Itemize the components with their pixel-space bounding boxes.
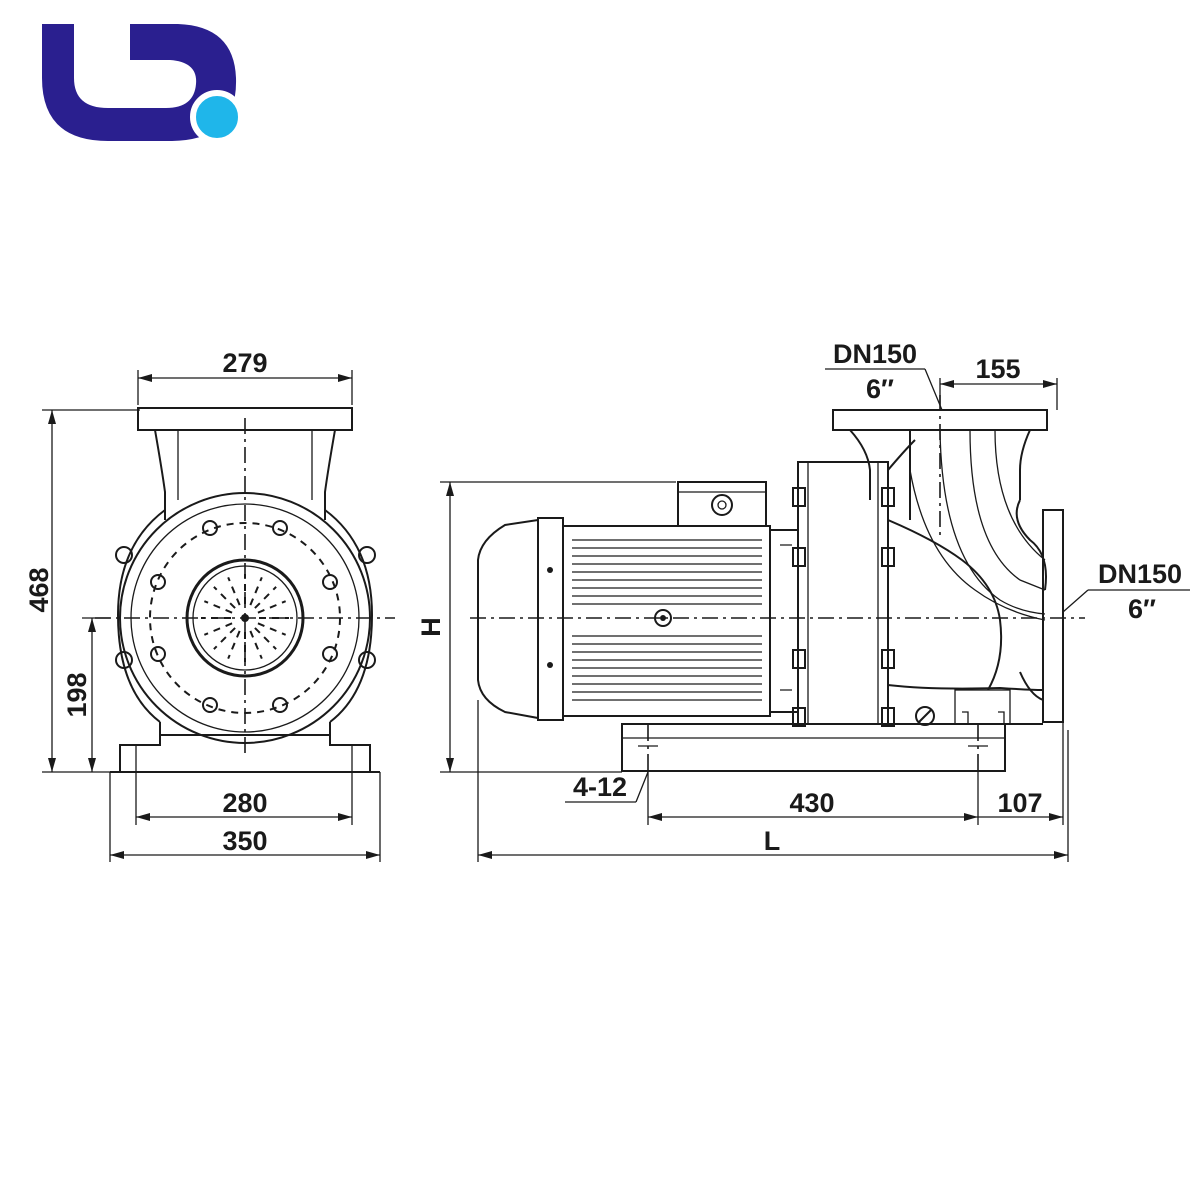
eye-ray [257,622,287,636]
dim-198-label: 198 [62,672,92,717]
terminal-box [677,481,767,527]
inlet-inch-label: 6″ [1128,594,1156,624]
logo-mark [42,24,237,141]
outlet-size-label: DN150 [833,339,917,369]
dim-l-label: L [764,826,781,856]
eye-ray [227,576,241,606]
logo-dot [190,90,244,144]
dim-107-label: 107 [997,788,1042,818]
dim-mount-spacing: 280 [135,772,353,825]
eye-ray [227,630,241,660]
callout-inlet: DN150 6″ [1062,559,1190,624]
dim-height: H [416,481,676,773]
dim-top-width: 279 [137,348,353,405]
dim-430-label: 430 [789,788,834,818]
eye-ray [257,600,287,614]
eye-ray [254,627,277,650]
outlet-inch-label: 6″ [866,374,894,404]
casing-bolts [792,487,895,727]
dim-total-height: 468 [24,409,140,773]
eye-ray [213,627,236,650]
dim-base-width: 350 [109,772,381,862]
dim-279-label: 279 [222,348,267,378]
brand-logo [42,24,244,144]
callout-outlet: DN150 6″ [825,339,943,411]
dim-shaft-height: 198 [62,617,110,772]
dim-155-label: 155 [975,354,1020,384]
inlet-size-label: DN150 [1098,559,1182,589]
eye-ray [213,586,236,609]
eye-ray [249,576,263,606]
motor-fins [572,539,762,701]
dim-280-label: 280 [222,788,267,818]
dim-end-offset: 107 [978,722,1064,825]
dim-outlet-offset: 155 [939,354,1058,410]
front-bolts [150,520,338,713]
eye-ray [203,600,233,614]
side-view: DN150 6″ 155 DN150 6″ H [416,339,1190,862]
dim-mount-length: 430 [647,772,979,825]
eye-ray [254,586,277,609]
eye-ray [203,622,233,636]
dim-468-label: 468 [24,567,54,612]
dim-350-label: 350 [222,826,267,856]
eye-ray [249,630,263,660]
front-view: 279 468 198 280 [24,348,395,862]
dim-h-label: H [416,617,446,637]
callout-mount-holes: 4-12 [565,771,649,803]
dim-total-length: L [477,700,1069,862]
mount-holes-label: 4-12 [573,772,627,802]
